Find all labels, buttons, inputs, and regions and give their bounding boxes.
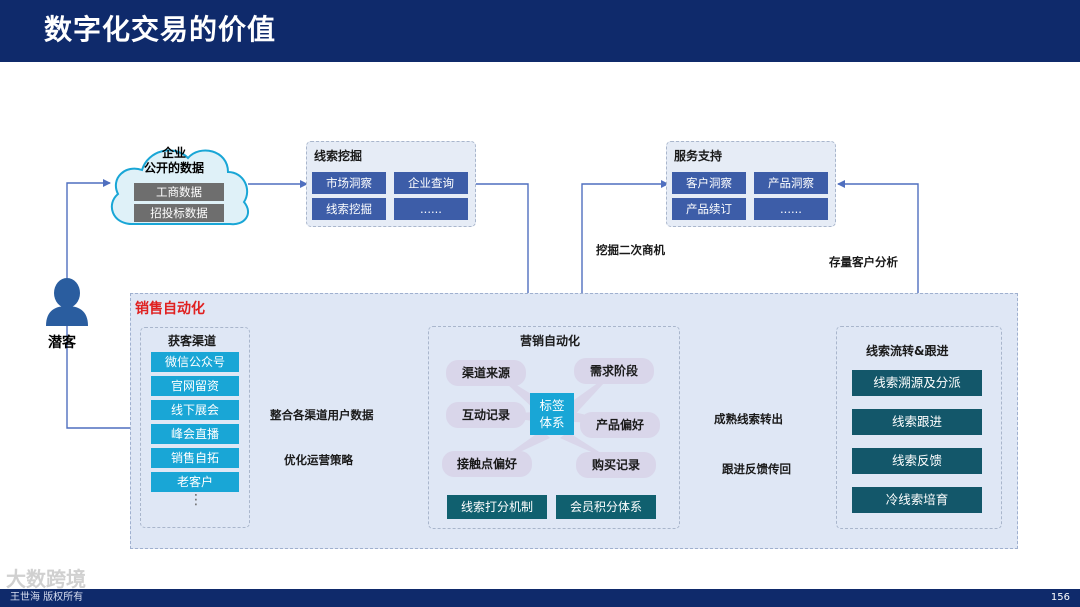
label-second-opportunity: 挖掘二次商机: [596, 243, 665, 257]
label-stock-customer-analysis: 存量客户分析: [829, 255, 898, 269]
arrow-leads-to-service: [837, 180, 919, 326]
tag-purchase-record: 购买记录: [576, 452, 656, 478]
footer-bar: [0, 589, 1080, 607]
page-number: 156: [1050, 592, 1070, 603]
service-item-product-renewal: 产品续订: [672, 198, 746, 220]
cloud-title-line2: 公开的数据: [144, 161, 205, 175]
channels-title: 获客渠道: [168, 334, 217, 348]
channel-wechat: 微信公众号: [151, 352, 239, 372]
cloud-item-tender-data: 招投标数据: [134, 204, 224, 222]
lead-scoring-button: 线索打分机制: [447, 495, 547, 519]
header-bar: [0, 0, 1080, 62]
prospect-label: 潜客: [48, 335, 76, 351]
arrow-prospect-to-cloud: [66, 179, 111, 278]
channels-panel: [140, 327, 250, 528]
arrow-mining-to-marketing: [466, 183, 532, 323]
cloud-title-line1: 企业: [161, 146, 186, 160]
arrow-prospect-to-channels: [66, 322, 141, 432]
label-integrate-data: 整合各渠道用户数据: [270, 408, 374, 422]
tag-channel-source: 渠道来源: [446, 360, 526, 386]
mining-item-lead-mining: 线索挖掘: [312, 198, 386, 220]
service-support-title: 服务支持: [674, 149, 723, 163]
tag-touchpoint-preference: 接触点偏好: [442, 451, 532, 477]
tag-demand-stage: 需求阶段: [574, 358, 654, 384]
page-title: 数字化交易的价值: [44, 13, 277, 46]
watermark-logo: 大数跨境: [6, 567, 86, 591]
person-icon: [46, 278, 88, 326]
marketing-title: 营销自动化: [520, 334, 581, 348]
lead-flow-panel: [836, 326, 1002, 529]
cloud-title: 企业 公开的数据: [144, 146, 204, 176]
mining-item-market-insight: 市场洞察: [312, 172, 386, 194]
service-item-more: ......: [754, 198, 828, 220]
lead-follow-up: 线索跟进: [852, 409, 982, 435]
channel-website: 官网留资: [151, 376, 239, 396]
channel-summit-live: 峰会直播: [151, 424, 239, 444]
cold-lead-nurture: 冷线索培育: [852, 487, 982, 513]
cloud-item-business-data: 工商数据: [134, 183, 224, 201]
label-mature-leads: 成熟线索转出: [714, 412, 783, 426]
channel-old-customer: 老客户: [151, 472, 239, 492]
tag-interaction-record: 互动记录: [446, 402, 526, 428]
lead-mining-title: 线索挖掘: [314, 149, 363, 163]
lead-trace-dispatch: 线索溯源及分派: [852, 370, 982, 396]
mining-item-more: ......: [394, 198, 468, 220]
marketing-panel: [428, 326, 680, 529]
tag-system-center: 标签 体系: [530, 393, 574, 435]
lead-feedback: 线索反馈: [852, 448, 982, 474]
arrow-marketing-to-service: [581, 180, 669, 322]
tag-product-preference: 产品偏好: [580, 412, 660, 438]
channels-more: ⋮: [189, 492, 203, 508]
lead-flow-title: 线索流转&跟进: [866, 344, 949, 358]
label-feedback: 跟进反馈传回: [722, 462, 791, 476]
label-optimize-strategy: 优化运营策略: [284, 453, 353, 467]
member-points-button: 会员积分体系: [556, 495, 656, 519]
service-item-product-insight: 产品洞察: [754, 172, 828, 194]
channel-self-sourced: 销售自拓: [151, 448, 239, 468]
mining-item-company-query: 企业查询: [394, 172, 468, 194]
footer-copyright: 王世海 版权所有: [10, 592, 84, 603]
sales-automation-title: 销售自动化: [135, 301, 205, 317]
service-item-customer-insight: 客户洞察: [672, 172, 746, 194]
channel-offline-expo: 线下展会: [151, 400, 239, 420]
